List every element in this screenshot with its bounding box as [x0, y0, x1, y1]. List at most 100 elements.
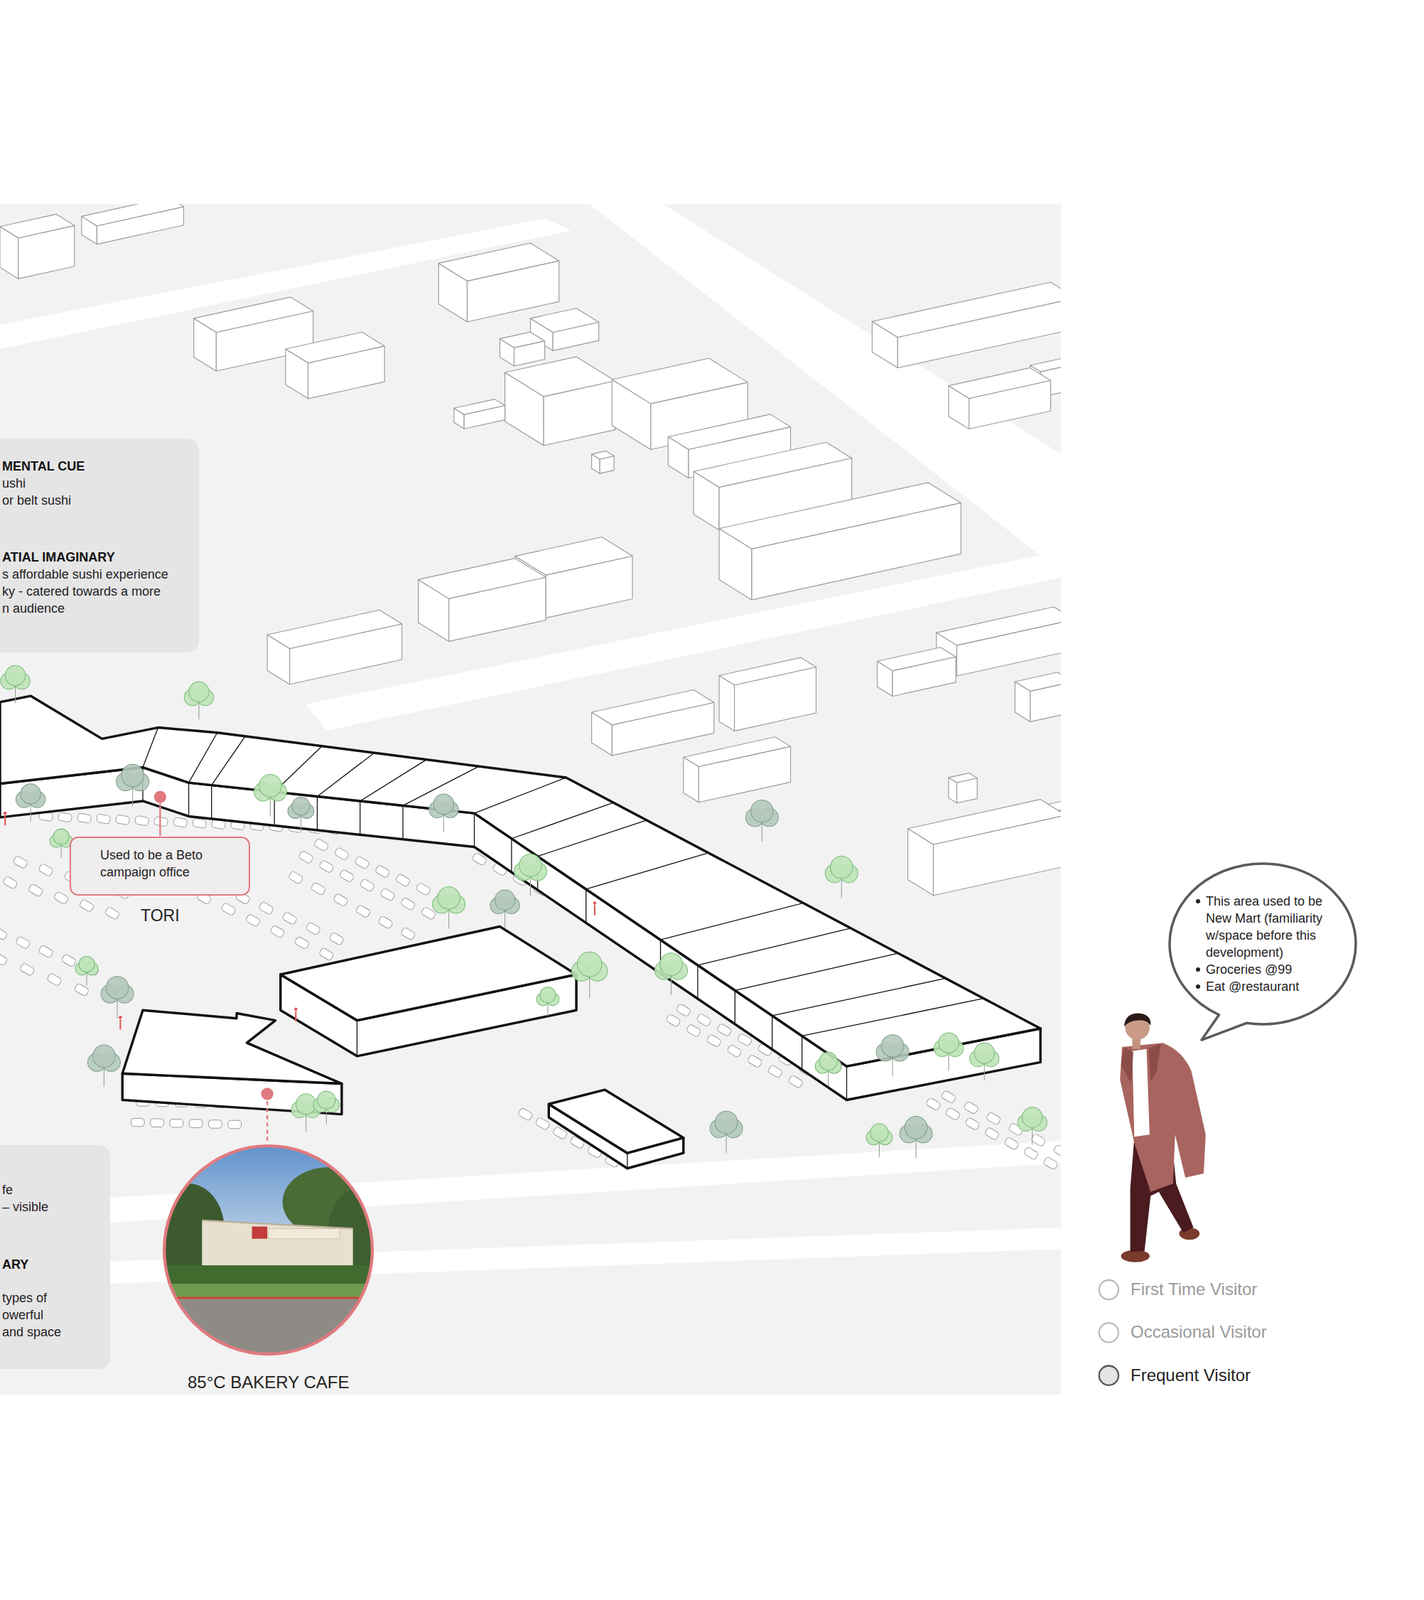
car [378, 915, 394, 929]
shop-divider [211, 736, 246, 786]
car [333, 846, 350, 860]
car [220, 901, 237, 916]
location-dot [260, 1087, 273, 1100]
tree-crown [292, 796, 310, 815]
tree-crown [189, 681, 209, 702]
tree-crown [53, 828, 69, 845]
car [115, 814, 130, 825]
shop-divider [697, 928, 851, 965]
car [354, 855, 371, 870]
node-text: ushi [2, 474, 26, 492]
photo-sign [268, 1227, 340, 1238]
house-roof [267, 609, 402, 649]
tree-crown [519, 854, 543, 877]
shop-divider [511, 802, 614, 839]
house-roof [948, 773, 978, 783]
tree-crown [259, 774, 283, 798]
car [706, 1033, 722, 1048]
house-roof [871, 282, 1061, 338]
pad-building-roof [548, 1089, 683, 1153]
node-text: ATIAL IMAGINARY [2, 548, 116, 566]
car [716, 1022, 732, 1037]
photo-asphalt [161, 1297, 378, 1359]
house-roof [683, 736, 791, 767]
car [963, 1100, 980, 1115]
node-text: Groceries @99 [1205, 960, 1292, 978]
wall-edge [188, 782, 190, 816]
person-pin-head [593, 901, 597, 905]
car [395, 873, 411, 887]
car [104, 905, 121, 920]
tree-crown [121, 763, 145, 787]
car [1030, 1132, 1046, 1147]
house-roof [418, 557, 546, 599]
tree-crown [93, 1044, 116, 1068]
car [150, 1118, 165, 1127]
node-text: Used to be a Beto campaign office [100, 846, 204, 881]
car [0, 952, 8, 966]
tree-crown [819, 1051, 838, 1070]
car [53, 891, 69, 905]
house-roof [0, 213, 75, 238]
shop-divider [510, 838, 512, 872]
tree-crown [576, 951, 602, 977]
tree-crown [4, 665, 25, 685]
tree-crown [938, 1032, 959, 1053]
car [78, 898, 95, 912]
site-photo [152, 1140, 390, 1359]
shop-divider [316, 752, 374, 796]
house-roof [948, 367, 1051, 398]
house-roof [285, 331, 385, 363]
car [310, 881, 327, 896]
car [726, 1043, 743, 1058]
bullet [1195, 984, 1201, 989]
shop-divider [772, 977, 946, 1016]
car [1043, 1156, 1059, 1170]
shop-divider [734, 989, 736, 1024]
radio-label: Frequent Visitor [1126, 1365, 1255, 1386]
road [0, 1140, 1061, 1230]
car [374, 864, 391, 878]
car [535, 1116, 551, 1130]
tree-crown [78, 956, 95, 973]
car [964, 1116, 981, 1130]
bubble-outline [1166, 860, 1359, 1027]
tree-crown [881, 1034, 904, 1058]
tree-crown [751, 800, 774, 823]
car [400, 926, 416, 941]
people-pins [3, 811, 597, 1030]
node-text: or belt sushi [2, 491, 72, 509]
car [517, 1107, 533, 1121]
wall-edge [846, 1065, 848, 1100]
location-dot [154, 790, 167, 803]
photo-grass [161, 1283, 378, 1298]
house-roof [908, 799, 1061, 845]
wall-edge [626, 1152, 628, 1169]
shop-divider [189, 732, 218, 783]
callout-box: Used to be a Beto campaign office [69, 836, 251, 896]
tree-crown [1022, 1107, 1043, 1127]
car [305, 921, 322, 936]
car [38, 944, 55, 958]
shop-divider [359, 800, 361, 835]
tree-crown [540, 986, 556, 1003]
anchor-store-roof [280, 926, 577, 1021]
car [270, 924, 286, 938]
radio-button-selected [1099, 1365, 1119, 1385]
radio-label: First Time Visitor [1126, 1279, 1261, 1300]
house-roof [530, 308, 599, 333]
car [95, 813, 111, 825]
car [1053, 1144, 1061, 1158]
car [228, 1119, 242, 1128]
car [287, 870, 304, 884]
car [282, 910, 298, 925]
tree-crown [660, 952, 683, 976]
radio-button [1099, 1279, 1119, 1299]
node-text: ARY [2, 1255, 29, 1273]
tree-crown [904, 1116, 928, 1140]
shop-divider [734, 952, 899, 990]
car [134, 815, 149, 826]
map-ground [0, 203, 1061, 1395]
bullet-item: Groceries @99 [1195, 960, 1324, 978]
